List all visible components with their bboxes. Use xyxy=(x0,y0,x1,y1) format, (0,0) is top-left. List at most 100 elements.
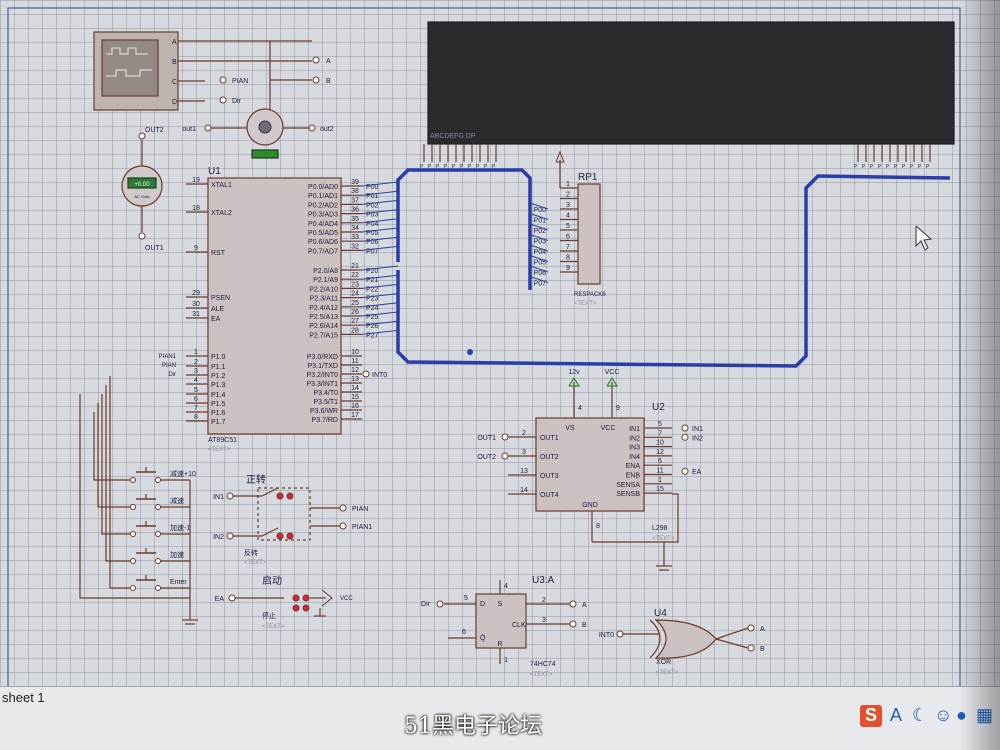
u4-terminal[interactable] xyxy=(747,644,755,652)
u3-terminal[interactable] xyxy=(569,620,577,628)
button-terminal[interactable] xyxy=(130,558,136,564)
u2-pin-num: 9 xyxy=(616,405,620,412)
button-terminal[interactable] xyxy=(130,531,136,537)
u1-pin-num: 28 xyxy=(351,327,359,334)
button-terminal[interactable] xyxy=(155,558,161,564)
u1-net-label: P23 xyxy=(366,296,379,303)
vcc-label: VCC xyxy=(340,596,353,602)
scope-terminal[interactable] xyxy=(219,96,227,104)
u1-p1-net: Dir xyxy=(168,372,176,378)
u3-part: 74HC74 xyxy=(530,661,556,668)
scope-terminal[interactable] xyxy=(219,76,227,84)
voltmeter-value: +0.00 xyxy=(134,182,150,188)
moon-icon[interactable]: ☾ xyxy=(912,705,929,725)
motor-terminal[interactable] xyxy=(204,124,212,132)
start-contact xyxy=(302,594,310,602)
button-terminal[interactable] xyxy=(155,585,161,591)
u2-terminal[interactable] xyxy=(681,467,689,475)
dir-switch-sub: 反转 xyxy=(244,548,258,557)
u1-net-label: P25 xyxy=(366,314,379,321)
scope-terminal[interactable] xyxy=(312,76,320,84)
u1-net-label: P04 xyxy=(366,221,379,228)
u2-terminal[interactable] xyxy=(681,433,689,441)
dir-switch-terminal[interactable] xyxy=(226,532,234,540)
motor-terminal[interactable] xyxy=(308,124,316,132)
u1-pin-name: RST xyxy=(211,250,226,257)
dir-switch-net: PIAN1 xyxy=(352,524,372,531)
input-mode-icon[interactable]: A xyxy=(890,705,903,725)
u1-pin-num: 29 xyxy=(192,290,200,297)
mic-icon[interactable]: ● xyxy=(956,705,967,725)
u4-terminal[interactable] xyxy=(747,624,755,632)
button-terminal[interactable] xyxy=(130,504,136,510)
xor-gate-icon[interactable] xyxy=(654,619,717,659)
bus-entry xyxy=(361,190,399,196)
u1-pin-name: P2.1/A9 xyxy=(313,277,338,284)
u1-pin-name: P0.5/AD5 xyxy=(308,230,338,237)
meter-label: OUT2 xyxy=(145,127,164,134)
sogou-icon[interactable]: S xyxy=(860,705,882,727)
button-terminal[interactable] xyxy=(155,477,161,483)
button-terminal[interactable] xyxy=(155,504,161,510)
u2-terminal[interactable] xyxy=(501,452,509,460)
lcd-net-label: P xyxy=(918,164,922,170)
bus-entry xyxy=(361,245,399,251)
u4-terminal[interactable] xyxy=(616,630,624,638)
smile-icon[interactable]: ☺ xyxy=(934,705,953,725)
int0-terminal[interactable] xyxy=(362,370,370,378)
u1-pin-num: 1 xyxy=(194,349,198,356)
u2-terminal[interactable] xyxy=(501,433,509,441)
lcd-net-label: P xyxy=(870,164,874,170)
u2-pin-name: OUT4 xyxy=(540,492,559,499)
dir-switch-body[interactable] xyxy=(257,487,311,541)
bus-entry xyxy=(529,255,549,262)
u3-terminal[interactable] xyxy=(436,600,444,608)
keyboard-icon[interactable]: ▦ xyxy=(976,705,994,725)
bus-p0 xyxy=(396,168,532,290)
u1-pin-num: 22 xyxy=(351,272,359,279)
u3-text: <TEXT> xyxy=(530,672,553,678)
u1-net-label: P07 xyxy=(366,248,379,255)
u1-pin-name: P1.5 xyxy=(211,401,226,408)
lcd-display[interactable] xyxy=(427,21,955,145)
rp1-net-label: P06 xyxy=(534,270,547,277)
start-terminal[interactable] xyxy=(228,594,236,602)
u3-pin-num: 3 xyxy=(542,617,546,624)
u1-pin-name: P0.1/AD1 xyxy=(308,193,338,200)
scope-terminal[interactable] xyxy=(312,56,320,64)
u1-pin-num: 24 xyxy=(351,291,359,298)
button-terminal[interactable] xyxy=(155,531,161,537)
dir-switch-terminal[interactable] xyxy=(339,522,347,530)
button-wire xyxy=(105,385,130,562)
u2-terminal[interactable] xyxy=(681,424,689,432)
scope-net-label: PIAN xyxy=(232,78,248,85)
u3-terminal[interactable] xyxy=(569,600,577,608)
u1-pin-name: P3.6/WR xyxy=(310,408,338,415)
sheet-tab[interactable]: sheet 1 xyxy=(2,690,45,705)
lcd-net-label: P xyxy=(476,164,480,170)
button-terminal[interactable] xyxy=(130,585,136,591)
u1-pin-name: P1.2 xyxy=(211,373,226,380)
meter-terminal[interactable] xyxy=(138,232,146,240)
u3-flipflop[interactable] xyxy=(475,593,527,649)
rp1-pin-num: 3 xyxy=(566,202,570,209)
u1-chip[interactable] xyxy=(207,177,342,435)
watermark-text: 51黑电子论坛 xyxy=(404,714,542,739)
u1-pin-num: 33 xyxy=(351,234,359,241)
button-terminal[interactable] xyxy=(130,477,136,483)
u1-pin-name: P2.4/A12 xyxy=(309,305,338,312)
meter-terminal[interactable] xyxy=(138,132,146,140)
u3-pin-name: S xyxy=(498,601,503,608)
dir-switch-terminal[interactable] xyxy=(339,504,347,512)
u2-power-arrow xyxy=(606,376,619,387)
lcd-net-label: P xyxy=(436,164,440,170)
u1-pin-num: 17 xyxy=(351,412,359,419)
dir-switch-terminal[interactable] xyxy=(226,492,234,500)
rp1-pack[interactable] xyxy=(577,183,601,285)
u2-pin-num: 11 xyxy=(656,468,663,475)
rp1-text: <TEXT> xyxy=(574,301,597,307)
u2-driver[interactable] xyxy=(535,417,645,512)
u1-text: <TEXT> xyxy=(208,447,231,453)
